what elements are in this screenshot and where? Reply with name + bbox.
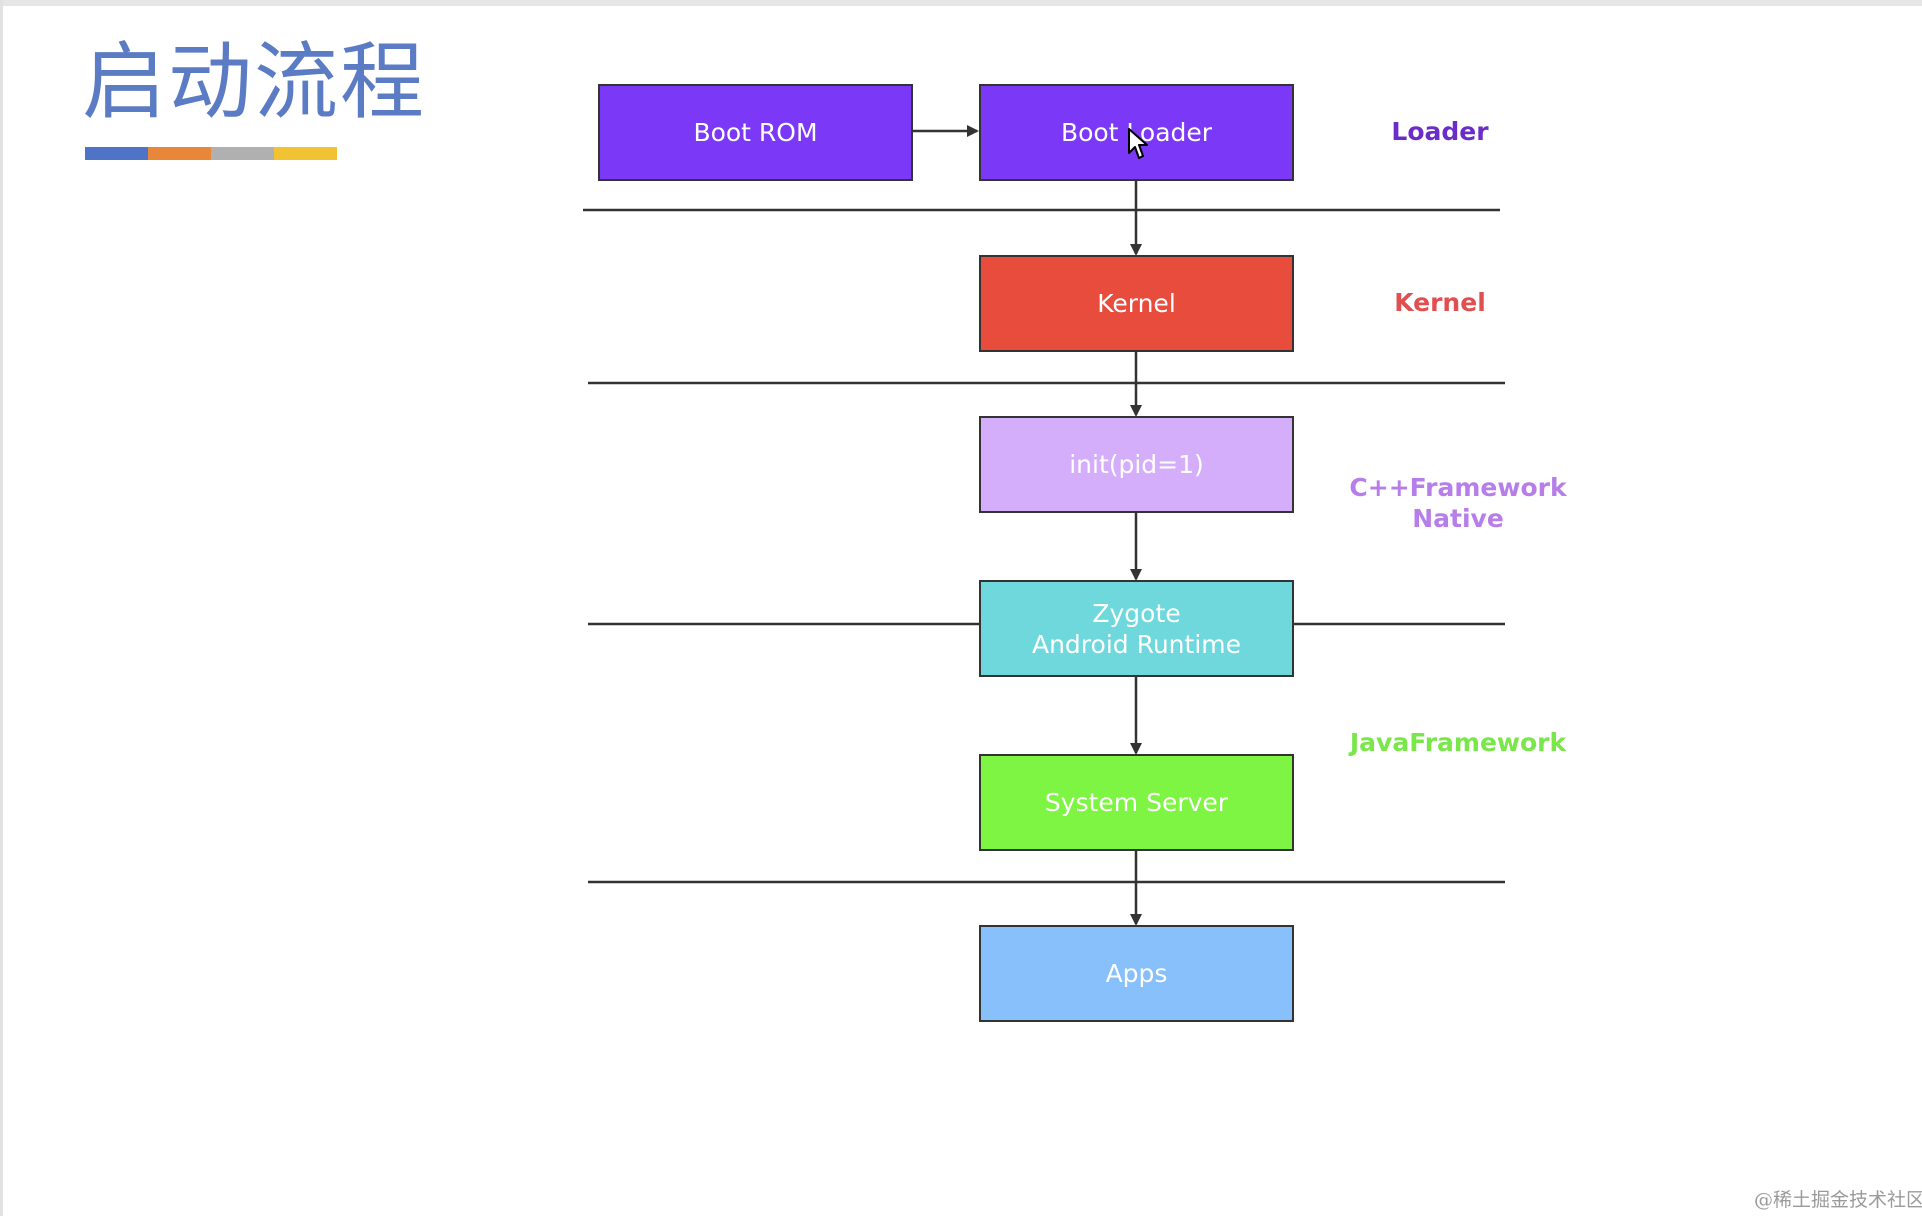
node-boot-rom-label: Boot ROM (693, 118, 818, 147)
underline-segment-orange (148, 147, 211, 160)
layer-label-kernel: Kernel (1340, 287, 1540, 318)
node-system-server-label: System Server (1044, 788, 1229, 817)
title-underline-bar (85, 147, 337, 160)
mouse-pointer-icon (1128, 128, 1148, 159)
node-zygote-label-line2: Android Runtime (1031, 629, 1242, 659)
underline-segment-yellow (274, 147, 337, 160)
layer-label-java-text: JavaFramework (1349, 728, 1567, 757)
underline-segment-blue (85, 147, 148, 160)
node-system-server: System Server (979, 754, 1294, 851)
node-kernel: Kernel (979, 255, 1294, 352)
layer-label-loader-text: Loader (1391, 117, 1489, 146)
layer-label-java: JavaFramework (1333, 727, 1583, 758)
node-apps: Apps (979, 925, 1294, 1022)
layer-label-native-line2: Native (1412, 504, 1504, 533)
layer-label-native-line1: C++Framework (1349, 473, 1567, 502)
layer-label-native: C++Framework Native (1333, 472, 1583, 534)
underline-segment-gray (211, 147, 274, 160)
window-top-edge (0, 0, 1922, 6)
layer-label-loader: Loader (1340, 116, 1540, 147)
node-init: init(pid=1) (979, 416, 1294, 513)
node-boot-loader: Boot Loader (979, 84, 1294, 181)
node-apps-label: Apps (1105, 959, 1168, 988)
node-zygote-label-line1: Zygote (1092, 598, 1181, 628)
node-init-label: init(pid=1) (1069, 450, 1204, 479)
node-kernel-label: Kernel (1097, 289, 1176, 318)
watermark-text: @稀土掘金技术社区 (1754, 1189, 1922, 1211)
slide-title: 启动流程 (82, 33, 427, 131)
layer-label-kernel-text: Kernel (1394, 288, 1486, 317)
node-boot-rom: Boot ROM (598, 84, 913, 181)
window-left-edge (0, 0, 3, 1216)
node-zygote: Zygote Android Runtime (979, 580, 1294, 677)
